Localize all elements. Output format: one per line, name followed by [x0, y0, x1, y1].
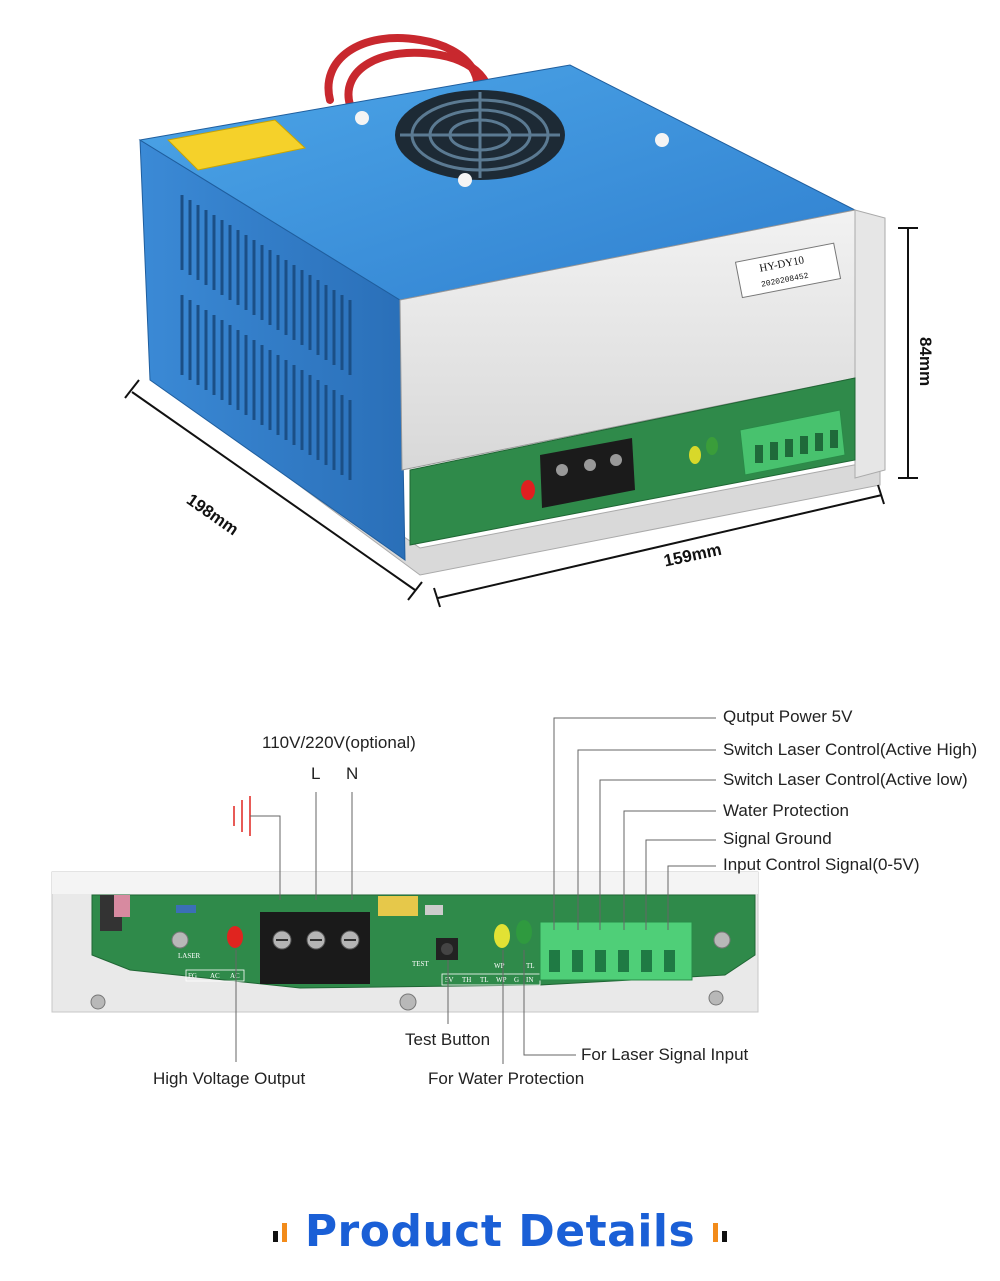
warning-label [166, 119, 307, 171]
silk-g: G [514, 976, 519, 984]
fan-grill [395, 90, 565, 180]
mounting-bracket [854, 209, 886, 479]
heading-decoration-left [272, 1220, 287, 1242]
callout-input-control: Input Control Signal(0-5V) [723, 855, 920, 874]
silk-test: TEST [412, 960, 429, 968]
product-details-heading: Product Details [0, 1196, 1000, 1266]
silk-in: IN [526, 976, 533, 984]
callout-input-voltage: 110V/220V(optional) [262, 733, 416, 752]
water-protection-led [494, 924, 510, 948]
ac-terminal [260, 912, 370, 984]
high-voltage-led [227, 926, 243, 948]
vent-slots [180, 195, 352, 480]
red-led-photo [521, 480, 535, 500]
silk-tl: TL [480, 976, 489, 984]
model-sticker: HY-DY10 2020208452 [734, 242, 842, 299]
product-details-title: Product Details [304, 1205, 696, 1257]
callout-laser-signal: For Laser Signal Input [581, 1045, 749, 1064]
callout-signal-ground: Signal Ground [723, 829, 832, 848]
green-led-photo [706, 437, 718, 455]
screw-top-3 [655, 133, 669, 147]
dimension-height-label: 84mm [916, 337, 935, 387]
pcb-connector-diagram: LASER FG AC AC TEST 5V TH TL WP G IN WP … [51, 717, 759, 1064]
laser-signal-led [516, 920, 532, 944]
dimension-height-line [898, 227, 918, 479]
callout-hv-output: High Voltage Output [153, 1069, 306, 1088]
silk-tl-led: TL [526, 962, 535, 970]
callout-water-protection: Water Protection [723, 801, 849, 820]
callout-test-button: Test Button [405, 1030, 491, 1049]
silk-ac-1: AC [210, 972, 220, 980]
silk-th: TH [462, 976, 471, 984]
silk-fg: FG [188, 972, 197, 980]
signal-terminal [539, 921, 693, 981]
callout-active-high: Switch Laser Control(Active High) [723, 740, 978, 759]
callout-n: N [346, 764, 359, 783]
heading-decoration-right [713, 1220, 728, 1242]
yellow-led-photo [689, 446, 701, 464]
callout-active-low: Switch Laser Control(Active low) [723, 770, 968, 789]
silk-wp-led: WP [494, 962, 505, 970]
silk-wp: WP [496, 976, 507, 984]
callout-output-power: Qutput Power 5V [723, 707, 853, 726]
ac-terminal-block [540, 438, 635, 508]
silk-5v: 5V [445, 976, 454, 984]
silk-laser: LASER [178, 952, 201, 960]
screw-top-1 [355, 111, 369, 125]
callout-water: For Water Protection [428, 1069, 585, 1088]
dimension-depth-line [124, 379, 423, 601]
screw-top-2 [458, 173, 472, 187]
silk-ac-2: AC [230, 972, 240, 980]
dimension-width-line [433, 484, 885, 608]
power-supply-photo: HY-DY10 2020208452 [124, 34, 918, 608]
ground-symbol [233, 796, 251, 836]
callout-leader-lines [235, 717, 716, 1064]
callout-l: L [311, 764, 321, 783]
